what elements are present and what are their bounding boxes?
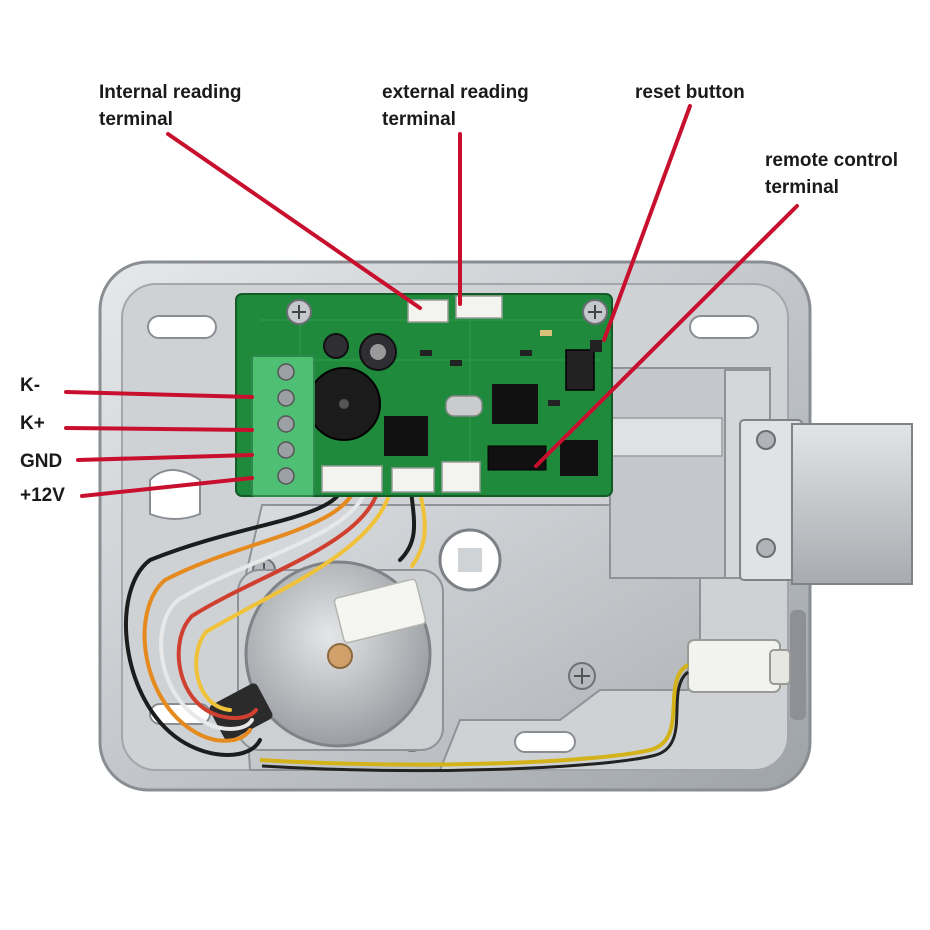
callout-line-internal-reading	[166, 132, 422, 310]
terminal-label-12v: +12V	[20, 485, 65, 506]
mount-slot	[689, 315, 759, 339]
crystal	[445, 395, 483, 417]
callout-line-k-minus	[64, 390, 254, 399]
chip	[560, 440, 598, 476]
callout-remote-control: remote control terminal	[765, 147, 898, 201]
case-cutout	[149, 469, 201, 520]
callout-line-reset-button	[602, 104, 692, 342]
motor-connector	[321, 465, 383, 493]
callout-reset-button: reset button	[635, 79, 745, 106]
spindle-square	[458, 548, 482, 572]
callout-line-remote-control	[534, 204, 799, 468]
terminal-label-gnd: GND	[20, 451, 63, 472]
callout-internal-reading: Internal reading terminal	[99, 79, 242, 133]
callout-external-reading-line2: terminal	[382, 109, 456, 130]
mount-slot	[147, 315, 217, 339]
motor-shaft	[327, 643, 353, 669]
motor-plug	[209, 683, 273, 741]
aux-connector	[441, 461, 481, 493]
chip	[492, 384, 538, 424]
mount-slot	[514, 731, 576, 753]
reset-switch	[565, 349, 595, 391]
callout-internal-reading-line2: terminal	[99, 109, 173, 130]
side-connector	[259, 639, 791, 773]
callout-external-reading-line1: external reading	[382, 82, 529, 103]
chip	[384, 416, 428, 456]
motor-sticker	[333, 578, 427, 644]
sensor-connector	[391, 467, 435, 493]
external-reading-connector	[455, 295, 503, 319]
terminal-label-k-minus: K-	[20, 375, 41, 396]
terminal-label-k-plus: K+	[20, 413, 45, 434]
pcb-board	[235, 293, 613, 497]
callout-external-reading: external reading terminal	[382, 79, 529, 133]
callout-remote-control-line2: terminal	[765, 177, 839, 198]
latch-bolt	[609, 367, 913, 720]
callout-line-gnd	[76, 453, 254, 462]
callout-lines	[64, 104, 799, 498]
callout-remote-control-line1: remote control	[765, 150, 899, 171]
callout-line-k-plus	[64, 426, 254, 432]
callout-reset-button-line1: reset button	[635, 82, 745, 103]
callout-internal-reading-line1: Internal reading	[99, 82, 242, 103]
terminal-block	[251, 355, 315, 497]
callout-line-12v	[80, 476, 254, 498]
stepper-motor	[209, 560, 444, 751]
